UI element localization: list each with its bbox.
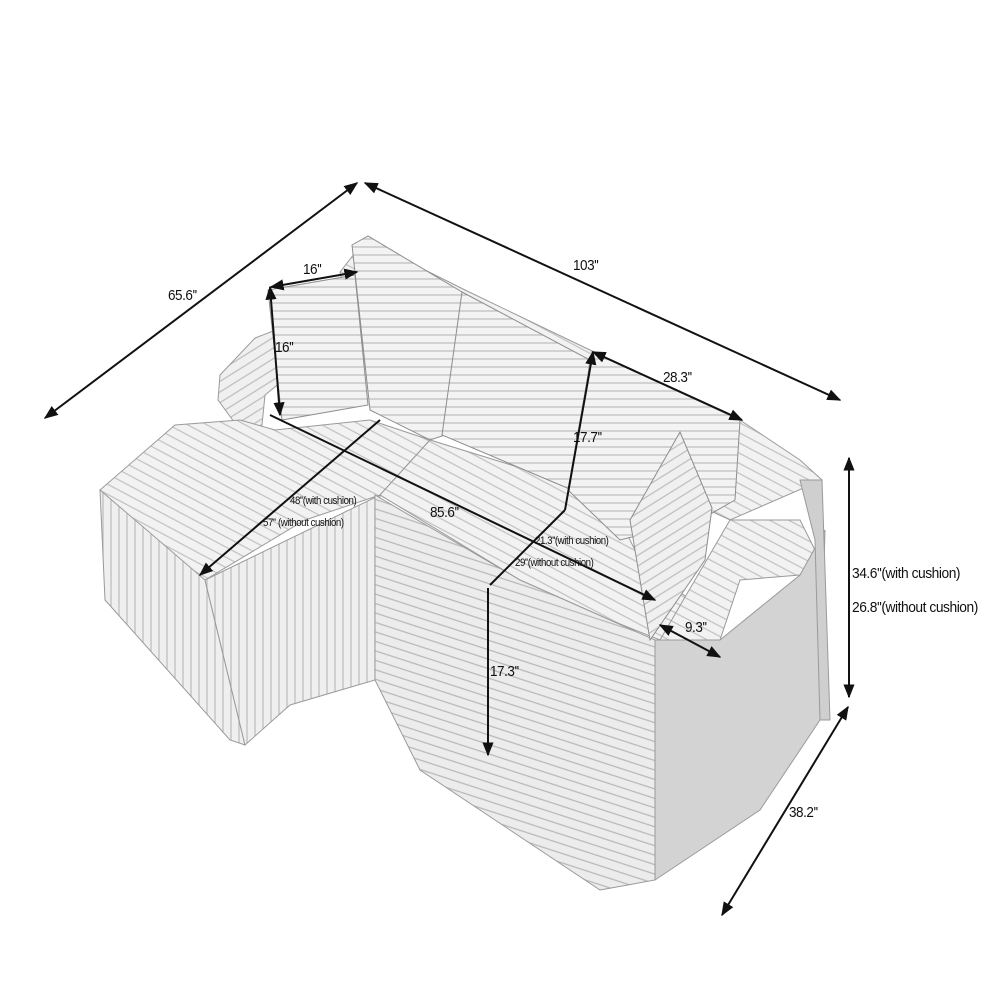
sofa-front — [374, 494, 656, 891]
label-overall-width: 103'' — [573, 257, 599, 274]
dim-line-cushion-width — [591, 351, 744, 421]
dim-line-seat-depth — [489, 509, 566, 586]
label-chaise-depth-with: 48''(with cushion) — [290, 495, 357, 507]
label-pillow-width: 16'' — [303, 261, 322, 278]
label-pillow-height: 16'' — [275, 339, 294, 356]
label-sofa-depth: 38.2'' — [789, 804, 818, 821]
label-seat-height: 17.3'' — [490, 663, 519, 680]
throw-pillow-right — [629, 430, 713, 642]
dim-line-overall-width — [363, 182, 842, 401]
dim-line-cushion-height — [564, 350, 597, 511]
dim-line-arm-width — [658, 624, 722, 658]
label-cushion-width: 28.3'' — [663, 369, 692, 386]
dim-line-chaise-depth — [198, 419, 381, 576]
label-seat-width: 85.6'' — [430, 504, 459, 521]
label-arm-width: 9.3'' — [685, 619, 707, 636]
label-seat-depth-with: 21.3''(with cushion) — [535, 535, 609, 547]
dim-line-overall-depth — [43, 182, 359, 419]
label-cushion-height: 17.7'' — [573, 429, 602, 446]
label-total-height-with: 34.6''(with cushion) — [852, 565, 961, 582]
dim-line-seat-width — [269, 414, 657, 601]
label-total-height-without: 26.8''(without cushion) — [852, 599, 978, 616]
label-chaise-depth-without: 57'' (without cushion) — [263, 517, 344, 529]
label-seat-depth-without: 29''(without cushion) — [515, 557, 594, 569]
dim-line-sofa-depth — [721, 705, 849, 917]
dim-line-pillow-height — [265, 285, 285, 417]
label-overall-depth: 65.6'' — [168, 287, 197, 304]
dimension-lines — [43, 182, 855, 917]
chaise-front — [99, 488, 246, 746]
dim-line-pillow-width — [269, 268, 359, 291]
chaise-side — [204, 494, 381, 746]
